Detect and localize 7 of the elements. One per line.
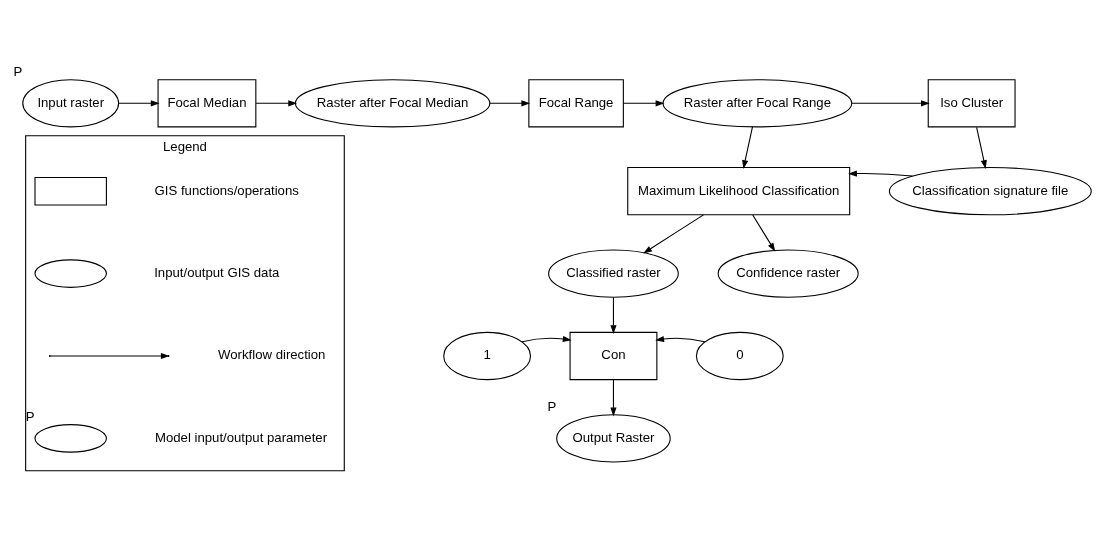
node-label: P [13,63,23,79]
node-label: P [25,408,35,424]
legend-label: Input/output GIS data [154,264,280,280]
node-label: P [547,398,557,414]
legend-label: GIS functions/operations [154,182,299,198]
legend-label: Model input/output parameter [154,429,328,445]
legend-label: Workflow direction [218,346,326,362]
